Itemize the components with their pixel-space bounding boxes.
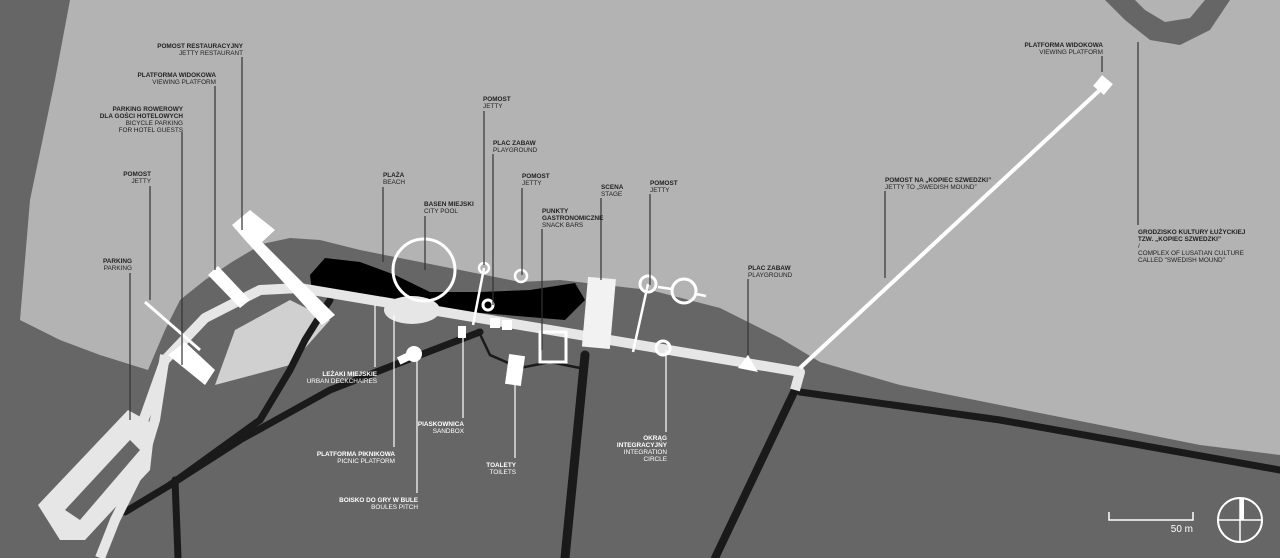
- label-restaurant: POMOST RESTAURACYJNY JETTY RESTAURANT: [157, 43, 244, 57]
- label-pl: LEŻAKI MIEJSKIE: [322, 369, 377, 378]
- label-pl: PLAC ZABAW: [748, 265, 792, 272]
- label-stage: SCENA STAGE: [601, 184, 624, 198]
- label-jetty-2: POMOST JETTY: [483, 96, 511, 110]
- toilets: [504, 354, 526, 386]
- label-en: JETTY TO „SWEDISH MOUND”: [885, 184, 977, 191]
- label-pl: PLATFORMA WIDOKOWA: [138, 72, 217, 79]
- label-sandbox: PIASKOWNICA SANDBOX: [418, 421, 465, 435]
- label-pl: PLATFORMA PIKNIKOWA: [317, 451, 395, 458]
- label-pl: PLAC ZABAW: [493, 140, 537, 147]
- label-viewing-left: PLATFORMA WIDOKOWA VIEWING PLATFORM: [138, 72, 217, 86]
- parking-island: [65, 440, 140, 520]
- label-pl: POMOST: [123, 171, 151, 178]
- label-playground-1: PLAC ZABAW PLAYGROUND: [493, 140, 538, 154]
- label-snack: PUNKTY GASTRONOMICZNE SNACK BARS: [542, 208, 604, 229]
- label-en: JETTY RESTAURANT: [179, 50, 243, 57]
- parking-lot: [38, 410, 155, 540]
- jetties: [144, 75, 1113, 385]
- label-pl: POMOST: [650, 180, 678, 187]
- label-en: PLAYGROUND: [493, 147, 538, 154]
- label-en: PICNIC PLATFORM: [337, 458, 395, 465]
- label-playground-2: PLAC ZABAW PLAYGROUND: [748, 265, 793, 279]
- label-boules: BOISKO DO GRY W BULE BOULES PITCH: [339, 497, 419, 511]
- label-en: CALLED "SWEDISH MOUND": [1138, 257, 1225, 264]
- label-pl: BOISKO DO GRY W BULE: [339, 497, 419, 504]
- label-viewing-right: PLATFORMA WIDOKOWA VIEWING PLATFORM: [1025, 42, 1104, 56]
- label-jetty-4: POMOST JETTY: [650, 180, 678, 194]
- label-pl: DLA GOŚCI HOTELOWYCH: [100, 111, 184, 120]
- label-pl: BASEN MIEJSKI: [424, 201, 474, 208]
- roads: [121, 296, 1280, 558]
- label-jetty-1: POMOST JETTY: [123, 171, 151, 185]
- label-en: URBAN DECKCHAIRES: [307, 378, 377, 385]
- label-pl: TZW. „KOPIEC SZWEDZKI”: [1138, 236, 1221, 243]
- label-en: FOR HOTEL GUESTS: [119, 127, 183, 134]
- swedish-mound: [1105, 0, 1230, 45]
- beach-area: [310, 258, 585, 320]
- hotel-area: [215, 300, 330, 385]
- label-pl: GASTRONOMICZNE: [542, 215, 604, 222]
- label-pl: SCENA: [601, 184, 624, 191]
- stage: [581, 276, 616, 349]
- label-pl: PUNKTY: [542, 208, 569, 215]
- sandbox: [458, 326, 466, 338]
- label-en: JETTY: [131, 178, 151, 185]
- label-bicycle: PARKING ROWEROWY DLA GOŚCI HOTELOWYCH BI…: [100, 106, 184, 134]
- label-en: TOILETS: [489, 469, 516, 476]
- label-pl: PARKING ROWEROWY: [112, 106, 183, 113]
- label-pl: PLAŻA: [383, 170, 405, 179]
- label-pl: POMOST RESTAURACYJNY: [157, 43, 244, 50]
- north-arrow-icon: [1217, 497, 1263, 543]
- city-pool: [391, 237, 457, 303]
- label-integration-circle: OKRĄG INTEGRACYJNY INTEGRATION CIRCLE: [617, 435, 668, 463]
- label-en: INTEGRATION: [624, 449, 668, 456]
- playground-2: [738, 355, 758, 372]
- label-en: JETTY: [483, 103, 503, 110]
- label-beach: PLAŻA BEACH: [383, 170, 405, 186]
- label-pl: POMOST NA „KOPIEC SZWEDZKI”: [885, 177, 991, 184]
- label-en: PARKING: [104, 265, 132, 272]
- scale-label: 50 m: [1171, 524, 1193, 535]
- label-en: JETTY: [650, 187, 670, 194]
- label-mound-jetty: POMOST NA „KOPIEC SZWEDZKI” JETTY TO „SW…: [885, 177, 991, 191]
- label-en: VIEWING PLATFORM: [1039, 49, 1103, 56]
- label-en: SANDBOX: [433, 428, 465, 435]
- label-pl: INTEGRACYJNY: [617, 442, 668, 449]
- label-en: VIEWING PLATFORM: [152, 79, 216, 86]
- integration-circle: [654, 339, 672, 357]
- label-grodzisko: GRODZISKO KULTURY ŁUŻYCKIEJ TZW. „KOPIEC…: [1138, 227, 1246, 264]
- label-pl: PARKING: [103, 258, 132, 265]
- label-en: BEACH: [383, 179, 405, 186]
- label-picnic: PLATFORMA PIKNIKOWA PICNIC PLATFORM: [317, 451, 395, 465]
- label-en: BOULES PITCH: [371, 504, 418, 511]
- label-pl: PLATFORMA WIDOKOWA: [1025, 42, 1104, 49]
- label-pl: TOALETY: [486, 462, 516, 469]
- label-pool: BASEN MIEJSKI CITY POOL: [424, 201, 474, 215]
- label-pl: POMOST: [522, 173, 550, 180]
- label-jetty-3: POMOST JETTY: [522, 173, 550, 187]
- label-pl: POMOST: [483, 96, 511, 103]
- label-toilets: TOALETY TOILETS: [486, 462, 516, 476]
- label-en: CIRCLE: [644, 456, 667, 463]
- label-parking: PARKING PARKING: [103, 258, 132, 272]
- label-en: JETTY: [522, 180, 542, 187]
- leader-lines: [129, 42, 1139, 493]
- label-en: SNACK BARS: [542, 222, 583, 229]
- label-en: COMPLEX OF LUSATIAN CULTURE: [1138, 250, 1244, 257]
- label-en: CITY POOL: [424, 208, 458, 215]
- label-deckchairs: LEŻAKI MIEJSKIE URBAN DECKCHAIRES: [307, 369, 378, 385]
- label-en: BICYCLE PARKING: [126, 120, 183, 127]
- label-separator: /: [1138, 243, 1140, 250]
- label-pl: GRODZISKO KULTURY ŁUŻYCKIEJ: [1138, 227, 1246, 236]
- label-pl: PIASKOWNICA: [418, 421, 465, 428]
- label-en: STAGE: [601, 191, 622, 198]
- label-pl: OKRĄG: [643, 435, 667, 442]
- scale-bar: 50 m: [1108, 512, 1194, 535]
- label-en: PLAYGROUND: [748, 272, 793, 279]
